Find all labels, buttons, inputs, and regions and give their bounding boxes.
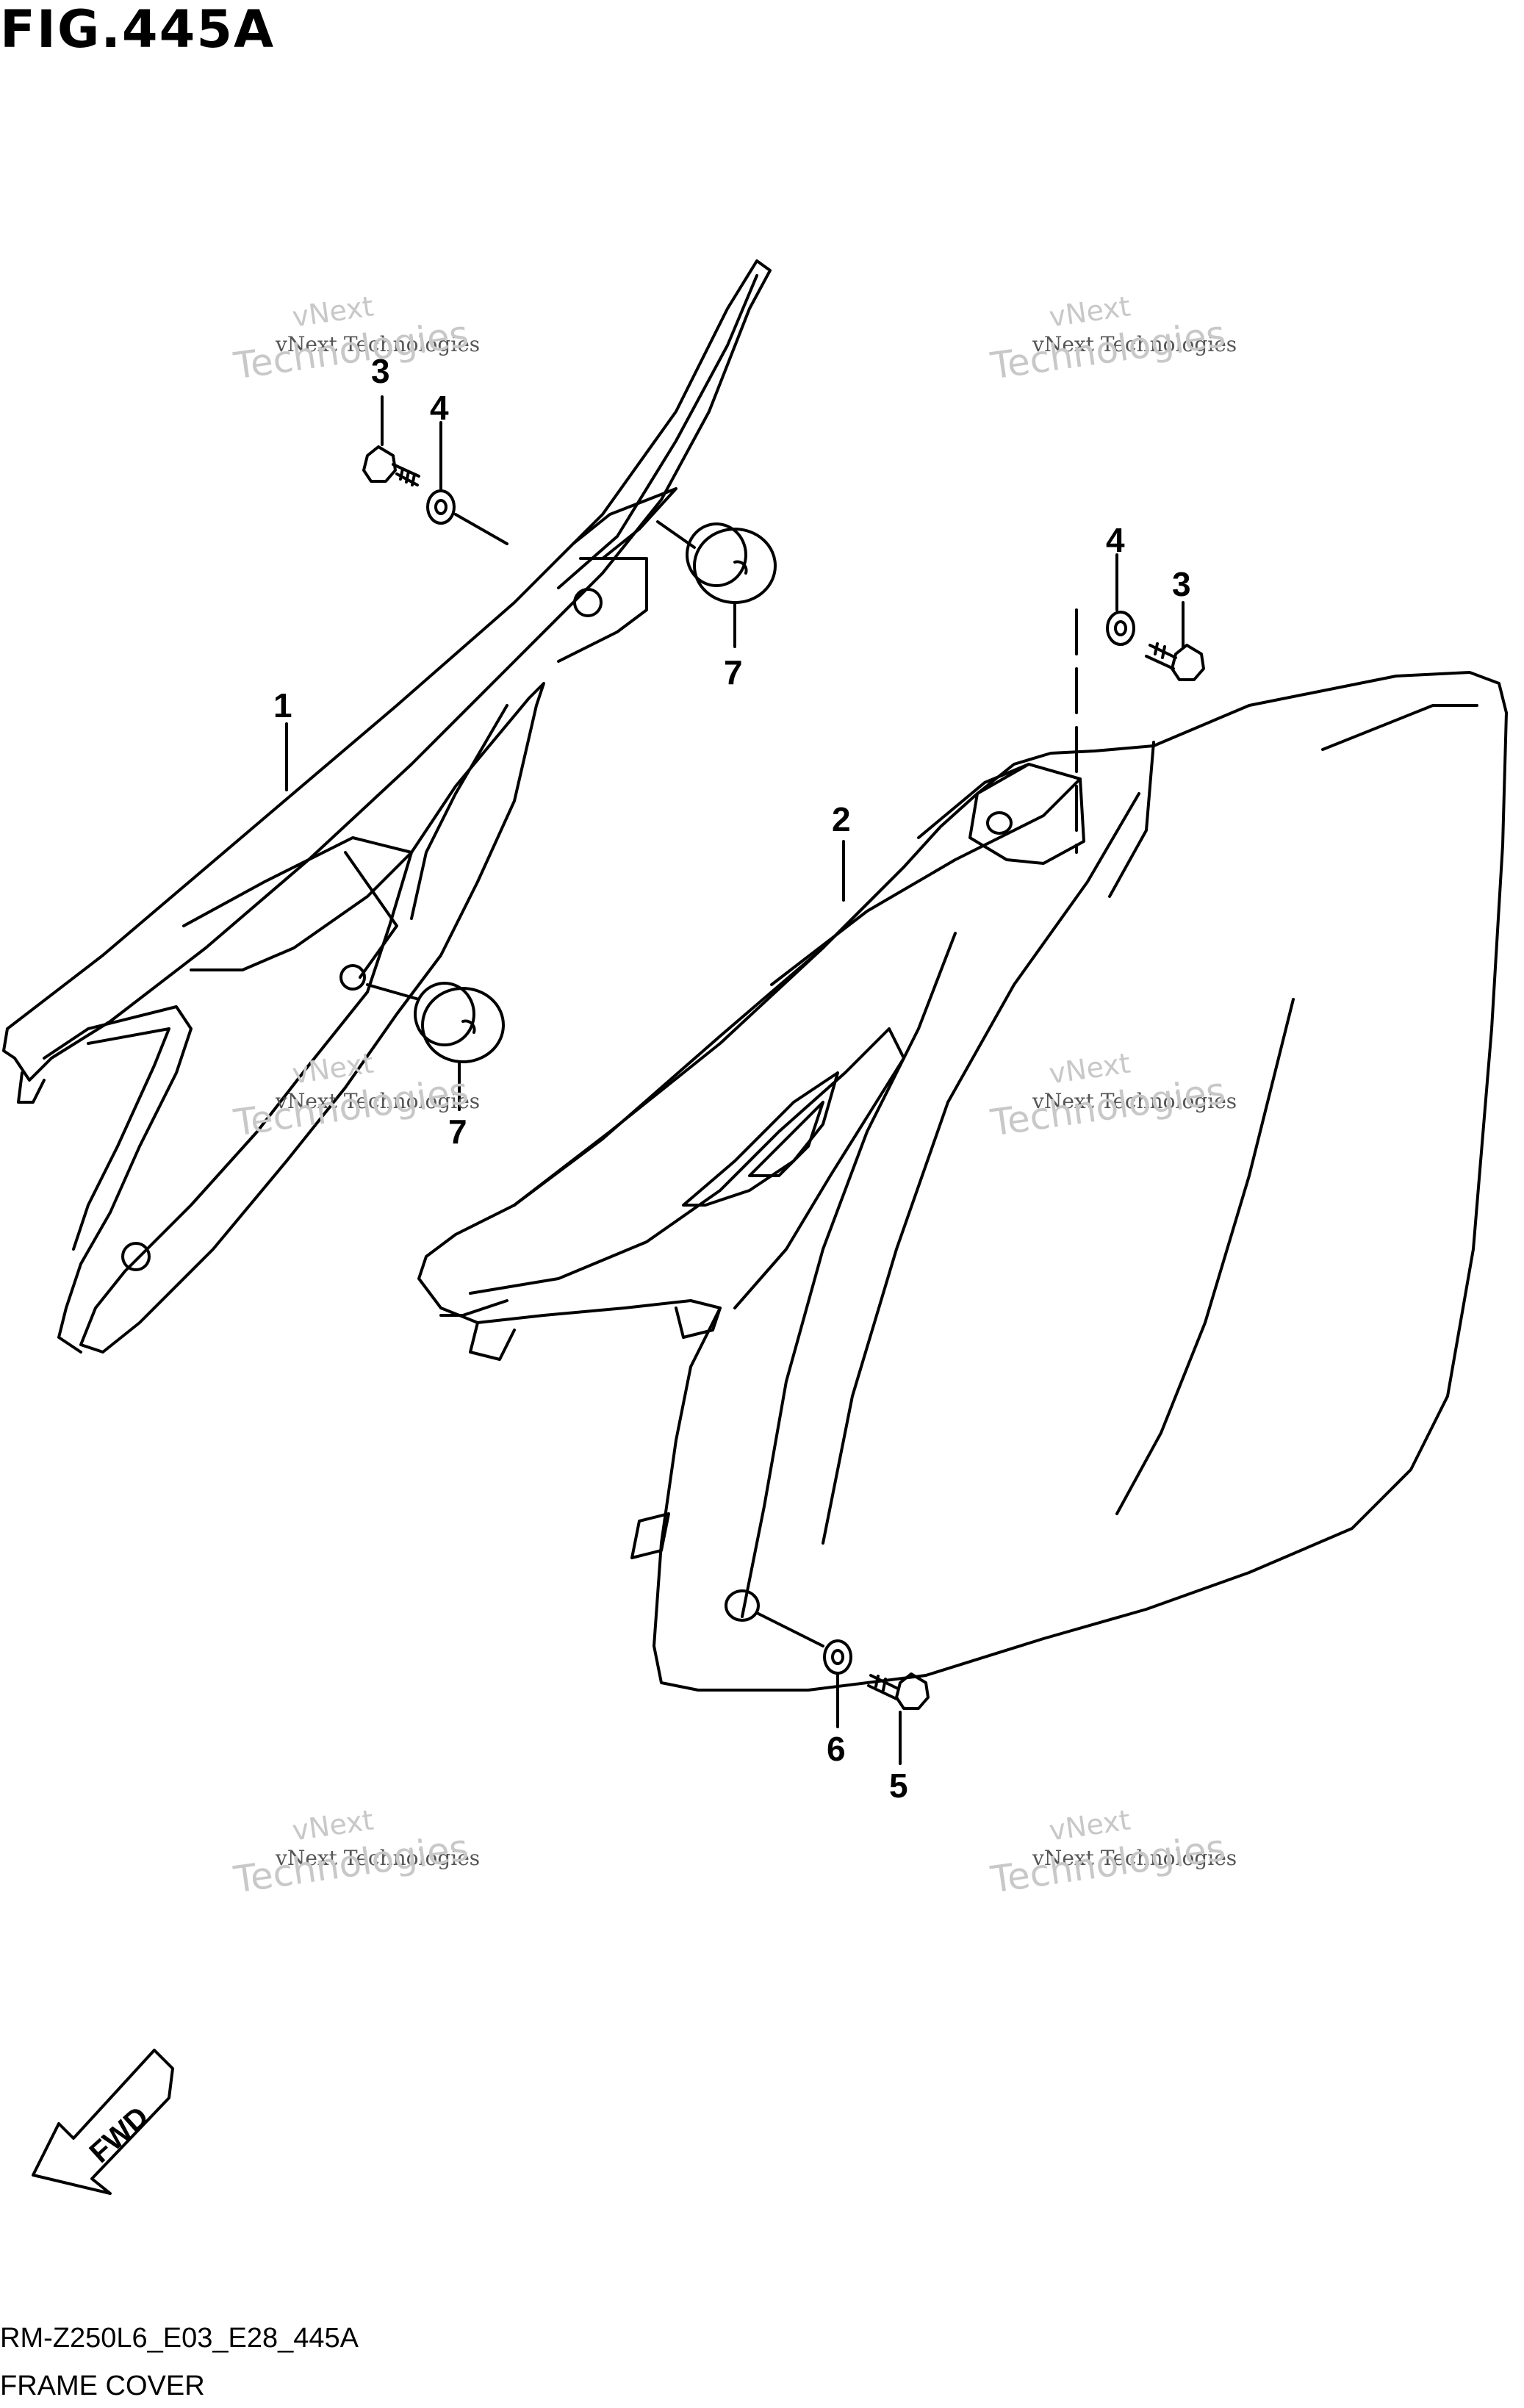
callout-3-right: 3 — [1172, 565, 1191, 603]
part2-top-crease — [1108, 741, 1155, 898]
model-code: RM-Z250L6_E03_E28_445A — [0, 2323, 359, 2354]
part2-scoop-outer — [469, 1027, 905, 1309]
part1-arm-inner — [410, 704, 508, 920]
grommet-7a — [686, 522, 777, 604]
watermark-line2: vNext Technologies — [276, 332, 481, 356]
part2-scoop-inner — [682, 1071, 839, 1207]
part2-edge-lip — [439, 1299, 508, 1317]
leader-hole-to-washer — [755, 1611, 824, 1647]
frame-cover-left-part — [2, 259, 772, 1354]
part2-top-ridge — [770, 763, 1082, 986]
watermark-mid-right: vNext vNext Technologies Technologies — [988, 1047, 1297, 1168]
part2-lower-tab-mid — [675, 1307, 722, 1339]
callout-1: 1 — [273, 686, 292, 725]
watermark-line2: vNext Technologies — [1032, 1089, 1237, 1113]
part2-body-crease — [741, 932, 957, 1618]
frame-cover-right-part — [417, 671, 1508, 1692]
part1-lower-hole — [121, 1242, 151, 1271]
part2-mount-boss — [968, 763, 1085, 865]
callout-3-left: 3 — [371, 352, 390, 390]
leader-4a-to-part — [454, 513, 508, 545]
washer-6 — [823, 1639, 852, 1675]
part2-lower-curve — [1115, 998, 1295, 1515]
bolt-5 — [867, 1672, 930, 1710]
watermark-line2: vNext Technologies — [1032, 1846, 1237, 1870]
part2-bottom-hole — [725, 1589, 760, 1622]
leader-7a-to-part — [656, 520, 696, 549]
part1-bracket-face — [557, 557, 648, 663]
callout-2: 2 — [832, 800, 851, 838]
bolt-3a — [362, 445, 420, 486]
bolt-3b — [1145, 642, 1205, 681]
fwd-arrow: FWD — [32, 2049, 174, 2195]
part1-inner-edge — [557, 274, 758, 589]
part1-cross-brace — [182, 836, 413, 971]
part2-outline — [417, 671, 1508, 1692]
callout-6: 6 — [827, 1730, 846, 1768]
watermark-mid-left: vNext vNext Technologies Technologies — [231, 1047, 540, 1168]
watermark-top-left: vNext vNext Technologies Technologies — [231, 290, 540, 411]
part1-upper-hole — [573, 588, 603, 617]
part1-lower-arm — [79, 682, 545, 1354]
watermark-line2: vNext Technologies — [276, 1089, 481, 1113]
part1-left-strut — [43, 1005, 193, 1354]
part2-right-contour — [1321, 704, 1478, 751]
leader-7b-to-part — [366, 983, 420, 1001]
part2-side-tab — [630, 1512, 670, 1559]
watermark-line2: vNext Technologies — [276, 1846, 481, 1870]
part1-gusset — [344, 851, 398, 979]
part1-strut-inner — [72, 1027, 170, 1251]
grommet-7b — [414, 982, 505, 1063]
part1-mid-hole — [339, 964, 366, 991]
callout-7-lower: 7 — [448, 1113, 467, 1151]
part2-top-hole — [986, 811, 1013, 835]
washer-4a — [426, 489, 456, 525]
figure-title: FIG.445A — [0, 0, 276, 60]
washer-4b — [1106, 611, 1135, 646]
fwd-arrow-label: FWD — [84, 2100, 155, 2169]
part2-vent — [748, 1101, 824, 1177]
part2-inner-contour — [513, 866, 905, 1207]
part1-outline — [2, 259, 772, 1082]
callout-4-right: 4 — [1106, 521, 1125, 559]
part1-tab — [17, 1071, 46, 1104]
watermark-bottom-right: vNext vNext Technologies Technologies — [988, 1804, 1297, 1925]
watermark-top-right: vNext vNext Technologies Technologies — [988, 290, 1297, 411]
part1-upper-bracket — [572, 487, 677, 560]
part2-lower-tab-left — [469, 1321, 516, 1361]
watermark-bottom-left: vNext vNext Technologies Technologies — [231, 1804, 540, 1925]
callout-5: 5 — [889, 1767, 908, 1805]
callout-4-left: 4 — [430, 389, 449, 427]
figure-caption: FRAME COVER — [0, 2371, 205, 2401]
watermark-line2: vNext Technologies — [1032, 332, 1237, 356]
callout-7-upper: 7 — [724, 653, 743, 691]
part2-side-crease — [822, 792, 1140, 1545]
